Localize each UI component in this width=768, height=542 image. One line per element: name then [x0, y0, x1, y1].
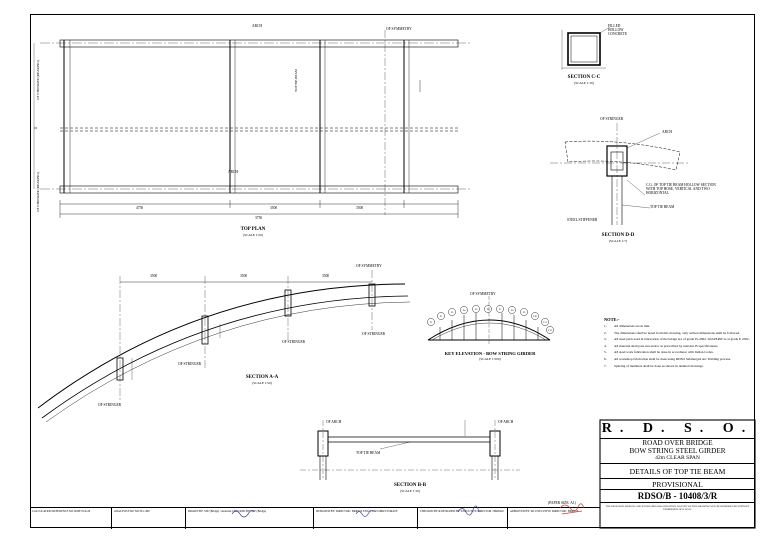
- section-bb-left: OF ARCH: [326, 420, 342, 424]
- organisation-name: R. D. S. O.: [601, 421, 754, 436]
- section-aa-dim-2: 3500: [240, 274, 248, 278]
- section-aa-title: SECTION A-A: [245, 375, 279, 380]
- analysis-file: ANALYSIS FILE NO: B-1/409: [112, 508, 186, 529]
- section-bb-tie-beam: TOP TIE BEAM: [356, 451, 381, 455]
- section-cc-label: FILLED HOLLOW CONCRETE: [608, 24, 627, 36]
- section-aa-stringer-4: OF STRINGER: [362, 332, 386, 336]
- section-dd-arch: ARCH: [662, 130, 672, 134]
- notes-heading: NOTE:-: [604, 317, 620, 322]
- top-plan-dim-3: 3500: [356, 206, 364, 210]
- section-aa-stringer-1: OF STRINGER: [98, 403, 122, 407]
- section-aa-scale: (SCALE 1:50): [252, 381, 272, 385]
- note-item: 4.All material shall pass test and/or as…: [604, 343, 719, 348]
- section-bb-scale: (SCALE 1:10): [400, 489, 420, 493]
- key-elevation-node-label: P4: [463, 309, 466, 312]
- sheet-title: DETAILS OF TOP TIE BEAM: [600, 463, 755, 478]
- note-item: 7.Splicing of members shall be done as s…: [604, 363, 704, 368]
- top-plan-scale: (SCALE 1:50): [243, 233, 263, 237]
- checked-designed-by: CHECKED BY & DESIGNED BY: EXECUTIVE DIRE…: [418, 508, 508, 529]
- section-cc-title: SECTION C-C: [567, 75, 601, 80]
- key-elevation-title: KEY ELEVATION - BOW STRING GIRDER: [444, 351, 536, 356]
- note-item: 2.The dimensions shall be noted from thi…: [604, 330, 740, 335]
- designed-by: DESIGNED BY: DIRECTOR / BRIDGE ENGG. B&S…: [314, 508, 418, 529]
- top-plan-arch-label-lower: ARCH: [228, 170, 238, 174]
- key-elevation-node-label: P6: [487, 308, 490, 311]
- top-plan-dim-4: 3750: [255, 216, 263, 220]
- calculation-reference: CALCULATION REFERENCE NO. ROB/35/A/29: [30, 508, 112, 529]
- section-aa-symmetry: OF SYMMETRY: [356, 264, 382, 268]
- key-elevation-scale: (SCALE 1:500): [479, 357, 501, 361]
- paper-size: (PAPER SIZE: A1): [548, 501, 576, 505]
- key-elevation-node-label: P12: [548, 329, 553, 332]
- section-aa-dim-3: 3500: [322, 274, 330, 278]
- revision-strip: CALCULATION REFERENCE NO. ROB/35/A/29 AN…: [30, 507, 600, 529]
- key-elevation-node-label: P1: [430, 321, 433, 324]
- section-bb-right: OF ARCH: [498, 420, 514, 424]
- note-item: 1.All dimensions are in mm.: [604, 324, 651, 328]
- section-dd-title: SECTION D-D: [601, 233, 635, 238]
- top-plan-title: TOP PLAN: [240, 227, 266, 232]
- note-item: 6.All workshop fabrication shall be done…: [604, 356, 731, 361]
- top-plan-arch-label: ARCH: [252, 24, 262, 28]
- key-elevation-node-label: P7: [499, 308, 502, 311]
- section-aa-dim-1: 3500: [150, 274, 158, 278]
- top-plan-dim-2: 3500: [270, 206, 278, 210]
- section-dd-scale: (SCALE 1:7): [608, 239, 628, 243]
- key-elevation-node-label: P11: [543, 321, 547, 324]
- note-item: 5.All steel work fabrication shall be do…: [604, 350, 714, 355]
- drawing-status: PROVISIONAL: [600, 478, 755, 489]
- section-cc-scale: (SCALE 1:10): [574, 81, 594, 85]
- section-bb-title: SECTION B-B: [393, 483, 427, 488]
- drawing-number: RDSO/B - 10408/3/R: [600, 489, 755, 502]
- key-elevation-node-label: P8: [511, 309, 514, 312]
- drawn-checked-by: DRAWN BY: SSE (Bridge) / Assistant CHECK…: [186, 508, 314, 529]
- title-block-footnote: THE RESEARCH DESIGNS AND STANDARDS ORGAN…: [600, 502, 755, 520]
- note-item: 3.All steel parts used in fabrication of…: [604, 337, 751, 342]
- section-aa-stringer-2: OF STRINGER: [178, 362, 202, 366]
- top-plan-symmetry-label: OF SYMMETRY: [386, 27, 412, 31]
- approved-by: APPROVED BY: SR. EXECUTIVE DIRECTOR / BR…: [510, 510, 579, 513]
- key-elevation-symmetry: OF SYMMETRY: [470, 292, 496, 296]
- section-aa-stringer-3: OF STRINGER: [282, 340, 306, 344]
- section-dd-tie-beam: TOP TIE BEAM: [650, 205, 675, 209]
- title-block: R. D. S. O. ROAD OVER BRIDGE BOW STRING …: [600, 420, 755, 520]
- section-dd-stiffener: STEEL STIFFENER: [567, 218, 598, 222]
- project-name: ROAD OVER BRIDGE BOW STRING STEEL GIRDER…: [600, 438, 755, 463]
- key-elevation-node-label: P2: [440, 315, 443, 318]
- section-dd-stringer: OF STRINGER: [600, 117, 624, 121]
- key-elevation-node-label: P9: [523, 311, 526, 314]
- section-dd-note: C.G. OF TOP TIE BEAM HOLLOW SECTION WITH…: [646, 183, 716, 195]
- key-elevation-node-label: P3: [451, 311, 454, 314]
- key-elevation-node-label: P10: [533, 315, 538, 318]
- top-plan-dim-1: 4750: [136, 206, 144, 210]
- key-elevation-node-label: P5: [475, 308, 478, 311]
- notes-block: NOTE:- 1.All dimensions are in mm. 2.The…: [604, 316, 752, 369]
- sheet-border: [30, 14, 755, 528]
